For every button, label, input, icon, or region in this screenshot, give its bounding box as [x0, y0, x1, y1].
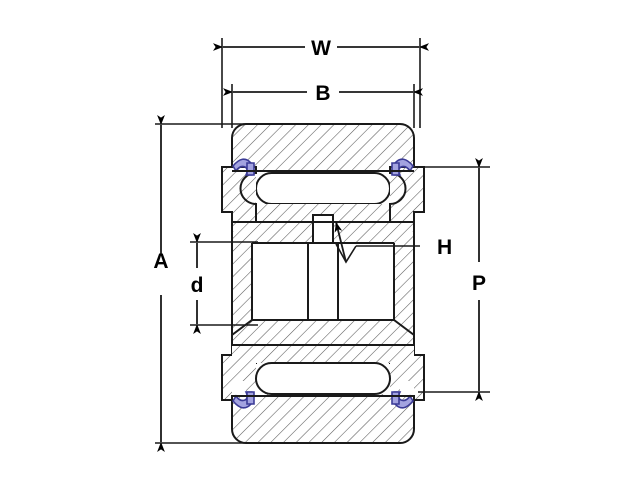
roller-top	[255, 172, 391, 205]
dimension-label-A: A	[153, 250, 168, 273]
lubrication-hole	[307, 214, 339, 328]
dimension-label-P: P	[472, 272, 486, 295]
assembly-outline	[221, 167, 425, 400]
outer-ring-top	[231, 123, 415, 172]
dimension-label-d: d	[191, 274, 204, 297]
outer-ring-bottom	[231, 395, 415, 444]
dimension-A: A	[153, 115, 250, 452]
roller-bottom	[255, 362, 391, 395]
dimension-label-B: B	[315, 82, 330, 105]
dimension-label-W: W	[311, 37, 331, 60]
dimension-W: W	[213, 37, 429, 128]
dimension-P: P	[418, 158, 490, 401]
dimension-B: B	[223, 82, 423, 128]
bearing-assembly	[221, 123, 425, 444]
dimension-label-H: H	[437, 236, 452, 259]
bore-walls	[231, 232, 415, 338]
dimension-d: d	[190, 233, 258, 334]
callout-H: H	[334, 221, 452, 264]
mid-body-bottom	[231, 319, 415, 346]
